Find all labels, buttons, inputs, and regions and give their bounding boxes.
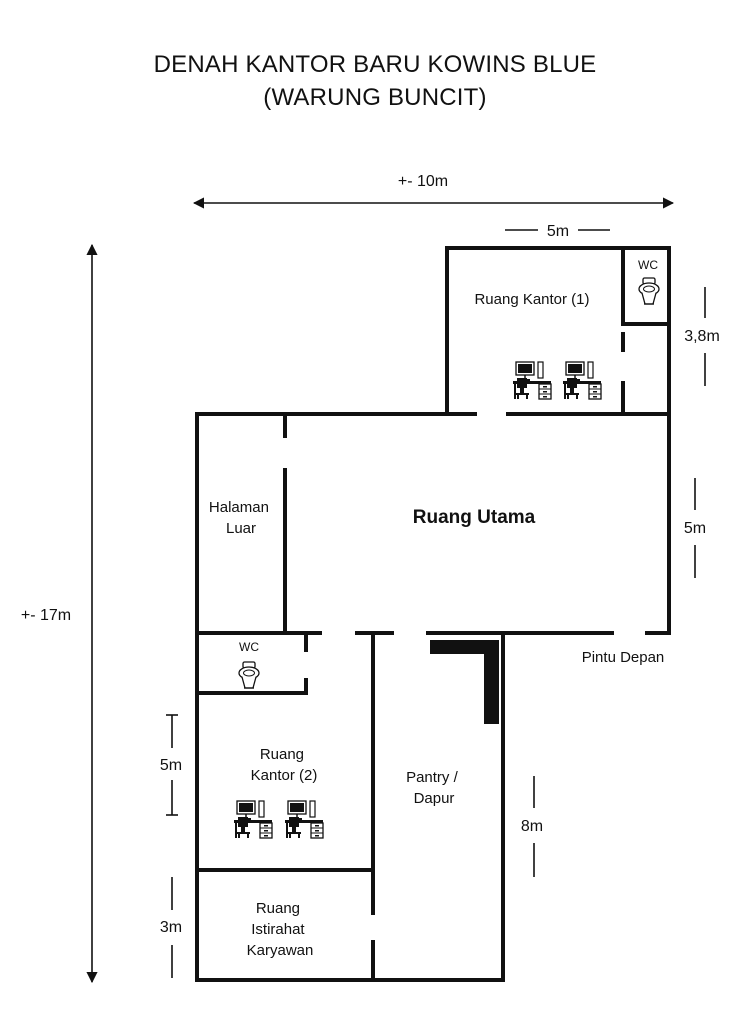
dim-office1-width: 5m [547,223,569,240]
room-label-rest: Ruang Istirahat Karyawan [247,900,314,959]
dim-total-width: +- 10m [398,173,448,190]
office-desk-icon [512,361,552,400]
office-desk-icon [562,361,602,400]
room-label-wc-bottom: WC [239,640,259,654]
room-label-office2: Ruang Kantor (2) [251,746,318,784]
front-door-label: Pintu Depan [582,649,665,666]
dimension-lines [86,197,706,984]
title-line-2: (WARUNG BUNCIT) [263,84,487,111]
dim-main-height: 5m [684,520,706,537]
page-title: DENAH KANTOR BARU KOWINS BLUE (WARUNG BU… [0,48,750,114]
toilet-icon [638,277,660,305]
office-desk-icon [284,800,324,839]
walls [195,246,671,982]
kitchen-counter [430,640,499,724]
dim-office1-height: 3,8m [684,328,720,345]
room-label-main: Ruang Utama [413,507,536,528]
room-label-office1: Ruang Kantor (1) [474,291,589,308]
room-label-pantry: Pantry / Dapur [406,769,462,807]
room-label-outer-yard: Halaman Luar [209,499,273,537]
dim-rest-height: 3m [160,919,182,936]
dim-total-height: +- 17m [21,607,71,624]
dim-office2-height: 5m [160,757,182,774]
toilet-icon [238,661,260,689]
office-desk-icon [233,800,273,839]
title-line-1: DENAH KANTOR BARU KOWINS BLUE [153,51,597,78]
room-label-wc-top: WC [638,258,658,272]
dim-pantry-height: 8m [521,818,543,835]
